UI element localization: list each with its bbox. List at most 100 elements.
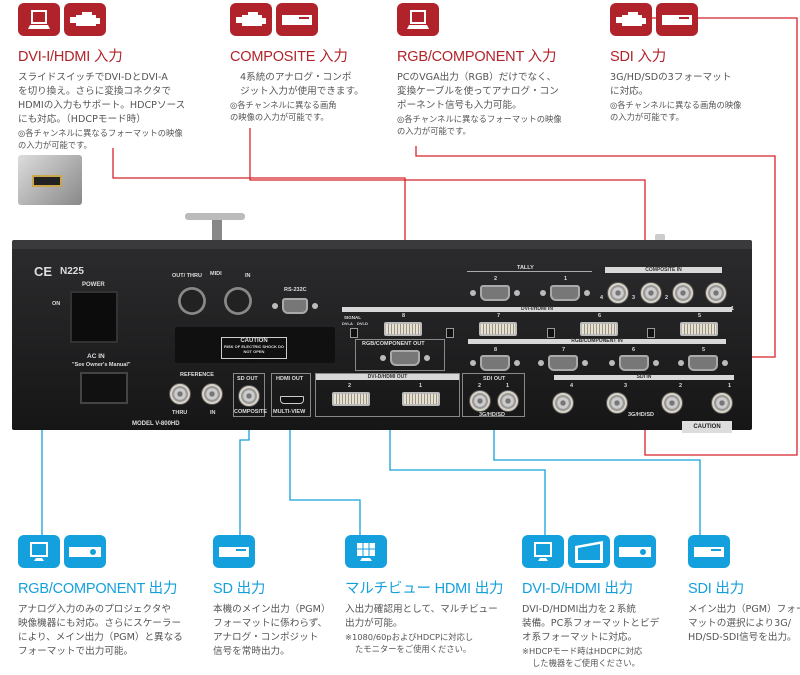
caption-line: マットの選択により3G/ <box>688 618 791 629</box>
caption-note: した機器をご使用ください。 <box>532 658 640 668</box>
dvi-in-6-port[interactable] <box>580 322 618 336</box>
sdi-in-1-bnc[interactable] <box>711 392 733 414</box>
signal-switch-7[interactable] <box>446 328 454 338</box>
composite-in-4-label: 4 <box>600 295 604 301</box>
sdi-out-group: SDI OUT 2 1 3G/HD/SD <box>462 373 525 418</box>
dvi-a-label: DVI-A <box>342 321 353 326</box>
tally-1-label: 1 <box>564 276 568 282</box>
caption-sd-output: SD 出力 本機のメイン出力（PGM）フォーマットに係わらず、アナログ・コンポジ… <box>213 535 413 659</box>
caption-title: SDI 入力 <box>610 49 666 65</box>
composite-in-3-label: 3 <box>632 295 636 301</box>
power-switch[interactable] <box>70 291 118 343</box>
camcorder-icon <box>230 3 272 36</box>
certification-mark: N225 <box>60 266 84 277</box>
composite-in-1-bnc[interactable] <box>705 282 727 304</box>
hdmi-out-leader <box>272 420 361 535</box>
caption-note: ◎各チャンネルに異なる画角 <box>230 100 337 110</box>
caution-sticker: CAUTION <box>682 421 732 433</box>
dvi-in-8-port[interactable] <box>384 322 422 336</box>
midi-in-port[interactable] <box>224 287 252 315</box>
caption-note: の映像の入力が可能です。 <box>230 112 329 122</box>
caution-label: CAUTION <box>240 338 268 344</box>
caption-note: ◎各チャンネルに異なるフォーマットの映像 <box>397 114 562 124</box>
signal-switch-6[interactable] <box>547 328 555 338</box>
sd-out-group: SD OUT COMPOSITE <box>233 373 267 417</box>
caption-multiview-hdmi-output: マルチビュー HDMI 出力 入出力確認用として、マルチビュー出力が可能。 ※1… <box>345 535 545 655</box>
dvi-in-7-port[interactable] <box>479 322 517 336</box>
video-deck-icon <box>213 535 255 568</box>
tally-2-port[interactable] <box>470 285 520 301</box>
caption-line: により、メイン出力（PGM）と異なる <box>18 632 183 643</box>
ac-in-label: AC IN <box>87 353 105 360</box>
projector-icon <box>614 535 656 568</box>
caption-note: たモニターをご使用ください。 <box>355 644 472 654</box>
rgb-in-6-port[interactable] <box>609 355 659 371</box>
caption-rgb-component-output: RGB/COMPONENT 出力 アナログ入力のみのプロジェクタや映像機器にも対… <box>18 535 218 659</box>
sdi-out-2-bnc[interactable] <box>469 390 491 412</box>
caption-note: の入力が可能です。 <box>397 126 471 136</box>
rgb-in-5-port[interactable] <box>678 355 728 371</box>
midi-out-port[interactable] <box>178 287 206 315</box>
midi-in-label: IN <box>245 273 251 279</box>
dvi-out-1-port[interactable] <box>402 392 440 406</box>
reference-thru-bnc[interactable] <box>169 383 191 405</box>
sdi-in-4-bnc[interactable] <box>552 392 574 414</box>
sd-out-bnc[interactable] <box>238 385 260 407</box>
sdi-in-1-label: 1 <box>728 383 732 389</box>
dvi-out-2-port[interactable] <box>332 392 370 406</box>
sdi-out-format-label: 3G/HD/SD <box>479 412 505 418</box>
rgb-in-7-port[interactable] <box>538 355 588 371</box>
signal-switch-5[interactable] <box>647 328 655 338</box>
monitor-icon <box>522 535 564 568</box>
caption-line: 映像機器にも対応。さらにスケーラー <box>18 618 182 629</box>
rear-handle <box>185 213 245 220</box>
caption-line: 装備。PC系フォーマットとビデ <box>522 618 660 629</box>
signal-switch-8[interactable] <box>350 328 358 338</box>
video-deck-icon <box>688 535 730 568</box>
adapter-connector <box>32 175 62 187</box>
hdmi-out-label: HDMI OUT <box>276 376 304 382</box>
composite-in-4-bnc[interactable] <box>607 282 629 304</box>
dvi-in-5-port[interactable] <box>680 322 718 336</box>
rgb-out-port[interactable] <box>380 350 430 366</box>
sdi-in-2-bnc[interactable] <box>661 392 683 414</box>
multiview-monitor-icon <box>345 535 387 568</box>
ac-in-note: "See Owner's Manual" <box>72 362 131 368</box>
sdi-out-leader <box>464 420 701 535</box>
caption-note: ※1080/60pおよびHDCPに対応し <box>345 632 474 642</box>
composite-in-2-bnc[interactable] <box>672 282 694 304</box>
sdi-out-label: SDI OUT <box>483 376 506 382</box>
caption-title: SD 出力 <box>213 581 266 597</box>
composite-in-3-bnc[interactable] <box>640 282 662 304</box>
rgb-in-leader <box>415 146 776 358</box>
dvi-in-6-label: 6 <box>598 313 602 319</box>
sdi-in-3-bnc[interactable] <box>606 392 628 414</box>
model-label: MODEL V-800HD <box>132 421 180 427</box>
caption-line: ポーネント信号も入力可能。 <box>397 100 522 111</box>
hdmi-multiview-port[interactable] <box>280 396 304 404</box>
tally-1-port[interactable] <box>540 285 590 301</box>
reference-in-bnc[interactable] <box>201 383 223 405</box>
sdi-in-label: SDI IN <box>554 375 734 380</box>
sdi-out-1-label: 1 <box>506 383 510 389</box>
caption-title: SDI 出力 <box>688 581 744 597</box>
ac-inlet[interactable] <box>80 372 128 404</box>
video-deck-icon <box>656 3 698 36</box>
rear-knob <box>655 234 665 242</box>
sd-out-leader <box>232 420 266 535</box>
caption-sdi-output: SDI 出力 メイン出力（PGM）フォーマットの選択により3G/HD/SD-SD… <box>688 535 800 645</box>
caption-line: DVI-D/HDMI出力を２系統 <box>522 604 636 615</box>
sdi-in-format-label: 3G/HD/SD <box>628 412 654 418</box>
rear-handle-post <box>212 220 222 242</box>
dvi-out-2-label: 2 <box>348 383 352 389</box>
dvi-in-5-label: 5 <box>698 313 702 319</box>
signal-label: SIGNAL <box>344 315 362 320</box>
tally-divider <box>467 271 592 272</box>
caption-line: ジット入力が使用できます。 <box>240 86 364 97</box>
caution-plate: CAUTION RISK OF ELECTRIC SHOCK DO NOT OP… <box>175 327 335 363</box>
sdi-out-1-bnc[interactable] <box>497 390 519 412</box>
rs232c-port[interactable] <box>272 298 318 314</box>
rgb-in-8-port[interactable] <box>470 355 520 371</box>
caption-note: の入力が可能です。 <box>18 140 92 150</box>
rgb-out-group: RGB/COMPONENT OUT <box>355 339 445 371</box>
